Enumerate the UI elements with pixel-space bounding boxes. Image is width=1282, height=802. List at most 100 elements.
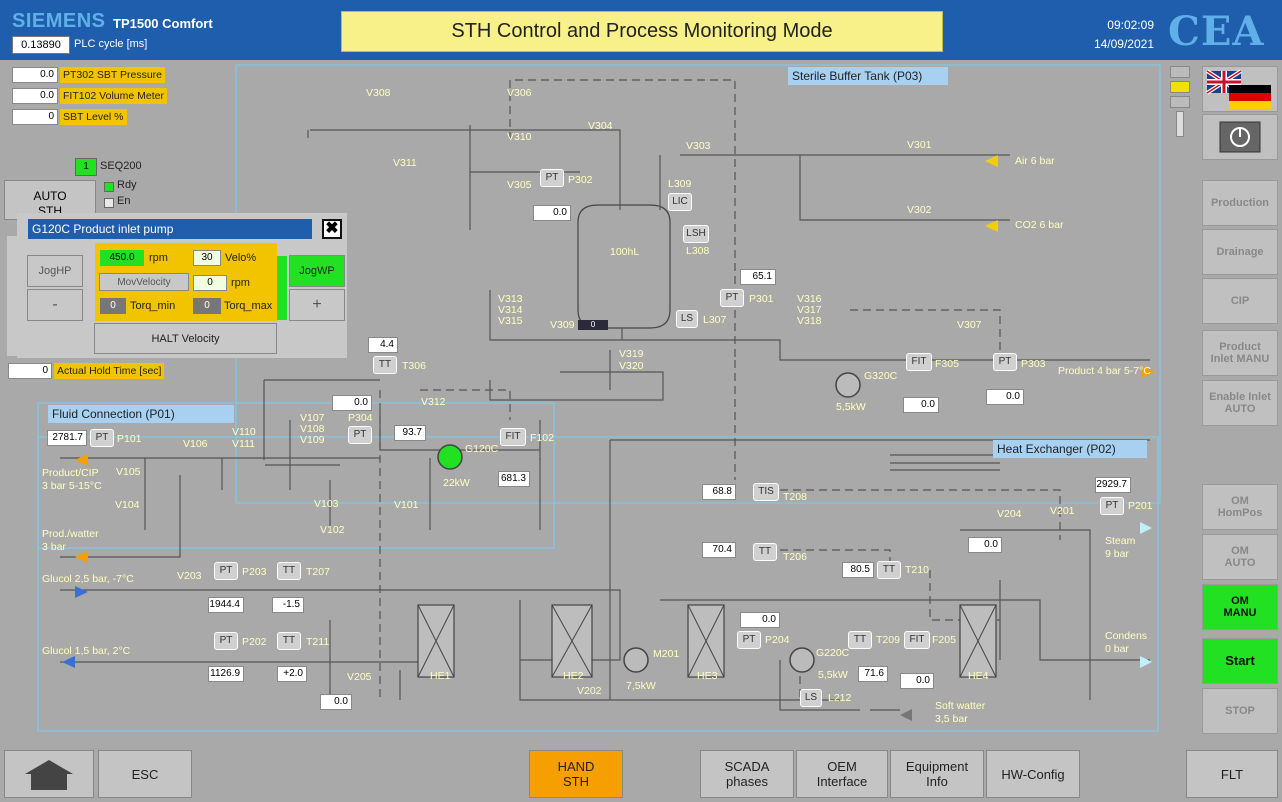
tt-t206[interactable]: TT <box>753 543 777 561</box>
popup-close-button[interactable]: ✖ <box>322 219 342 239</box>
stop-button[interactable]: STOP <box>1202 688 1278 734</box>
tag-t209: T209 <box>876 634 900 646</box>
tag-v305: V305 <box>507 179 532 191</box>
tag-v102: V102 <box>320 524 345 536</box>
rdy-label: Rdy <box>117 179 137 191</box>
indicator-middle <box>1170 81 1190 93</box>
hand-sth-button[interactable]: HAND STH <box>529 750 623 798</box>
lic-l309[interactable]: LIC <box>668 193 692 211</box>
value-t210: 80.5 <box>842 562 874 578</box>
home-button[interactable] <box>4 750 94 798</box>
tis-t208[interactable]: TIS <box>753 483 779 501</box>
drainage-button[interactable]: Drainage <box>1202 229 1278 275</box>
tag-l308: L308 <box>686 245 710 257</box>
jog-hp-button[interactable]: JogHP <box>27 255 83 287</box>
section-label-p03: Sterile Buffer Tank (P03) <box>788 67 948 85</box>
product-inlet-manu-button[interactable]: Product Inlet MANU <box>1202 330 1278 376</box>
en-label: En <box>117 195 131 207</box>
velo-unit: Velo% <box>225 252 257 264</box>
plus-button[interactable]: + <box>289 289 345 321</box>
om-auto-button[interactable]: OM AUTO <box>1202 534 1278 580</box>
tag-l309: L309 <box>668 178 692 190</box>
tt-t211[interactable]: TT <box>277 632 301 650</box>
pt-p201[interactable]: PT <box>1100 497 1124 515</box>
mov-velocity-button[interactable]: MovVelocity <box>99 273 189 291</box>
ls-l307[interactable]: LS <box>676 310 698 328</box>
pt-p304[interactable]: PT <box>348 426 372 444</box>
tag-t210: T210 <box>905 564 929 576</box>
minus-button[interactable]: - <box>27 289 83 321</box>
indicator-bottom <box>1170 96 1190 108</box>
tag-v315: V315 <box>498 315 523 327</box>
tag-v312: V312 <box>421 396 446 408</box>
jog-wp-button[interactable]: JogWP <box>289 255 345 287</box>
tag-v107: V107 <box>300 412 325 424</box>
tag-v320: V320 <box>619 360 644 372</box>
ls-l212[interactable]: LS <box>800 689 822 707</box>
indicator-bar <box>1176 111 1184 137</box>
pt-p203[interactable]: PT <box>214 562 238 580</box>
oem-interface-button[interactable]: OEM Interface <box>796 750 888 798</box>
tag-l307: L307 <box>703 314 727 326</box>
tag-he3: HE3 <box>697 670 718 682</box>
fit102-value: 0.0 <box>12 88 58 104</box>
value-f305: 0.0 <box>903 397 939 413</box>
tt-t207[interactable]: TT <box>277 562 301 580</box>
pt-p101[interactable]: PT <box>90 429 114 447</box>
cea-logo: CEA <box>1168 8 1265 55</box>
section-box-p02 <box>37 436 1159 732</box>
tag-v106: V106 <box>183 438 208 450</box>
halt-velocity-button[interactable]: HALT Velocity <box>94 323 277 354</box>
tag-v313: V313 <box>498 293 523 305</box>
scada-phases-button[interactable]: SCADA phases <box>700 750 794 798</box>
tag-v301: V301 <box>907 139 932 151</box>
flt-button[interactable]: FLT <box>1186 750 1278 798</box>
cip-button[interactable]: CIP <box>1202 278 1278 324</box>
tag-p203: P203 <box>242 566 267 578</box>
tag-v309: V309 <box>550 319 575 331</box>
popup-title: G120C Product inlet pump <box>28 219 312 239</box>
tag-v306: V306 <box>507 87 532 99</box>
equipment-info-button[interactable]: Equipment Info <box>890 750 984 798</box>
tag-t207: T207 <box>306 566 330 578</box>
pt-p202[interactable]: PT <box>214 632 238 650</box>
glucol-outlet-label: Glucol 1,5 bar, 2°C <box>42 645 131 657</box>
tag-v205: V205 <box>347 671 372 683</box>
om-manu-button[interactable]: OM MANU <box>1202 584 1278 630</box>
tt-t209[interactable]: TT <box>848 631 872 649</box>
tag-v314: V314 <box>498 304 523 316</box>
tag-v317: V317 <box>797 304 822 316</box>
lsh-l308[interactable]: LSH <box>683 225 709 243</box>
rpm-value[interactable]: 450.0 <box>100 250 144 266</box>
m201-pump-symbol <box>623 647 649 673</box>
om-hompos-button[interactable]: OM HomPos <box>1202 484 1278 530</box>
value-p302: 0.0 <box>533 205 571 221</box>
language-flags-button[interactable] <box>1202 66 1278 112</box>
esc-button[interactable]: ESC <box>98 750 192 798</box>
bottom-bar <box>0 745 1282 802</box>
pt-p303[interactable]: PT <box>993 353 1017 371</box>
flags-icon <box>1205 69 1271 109</box>
tag-t306: T306 <box>402 360 426 372</box>
indicator-top <box>1170 66 1190 78</box>
enable-inlet-auto-button[interactable]: Enable Inlet AUTO <box>1202 380 1278 426</box>
start-button[interactable]: Start <box>1202 638 1278 684</box>
pt-p204[interactable]: PT <box>737 631 761 649</box>
fit-f205[interactable]: FIT <box>904 631 930 649</box>
tag-v318: V318 <box>797 315 822 327</box>
power-button[interactable] <box>1202 114 1278 160</box>
velo-value[interactable]: 30 <box>193 250 221 266</box>
tt-t306[interactable]: TT <box>373 356 397 374</box>
pt-p302[interactable]: PT <box>540 169 564 187</box>
production-button[interactable]: Production <box>1202 180 1278 226</box>
torq-min-label: Torq_min <box>130 300 176 312</box>
fit-f305[interactable]: FIT <box>906 353 932 371</box>
tag-v201: V201 <box>1050 505 1075 517</box>
hw-config-button[interactable]: HW-Config <box>986 750 1080 798</box>
tag-p101: P101 <box>117 433 142 445</box>
tt-t210[interactable]: TT <box>877 561 901 579</box>
pt-p301[interactable]: PT <box>720 289 744 307</box>
fit-f102[interactable]: FIT <box>500 428 526 446</box>
